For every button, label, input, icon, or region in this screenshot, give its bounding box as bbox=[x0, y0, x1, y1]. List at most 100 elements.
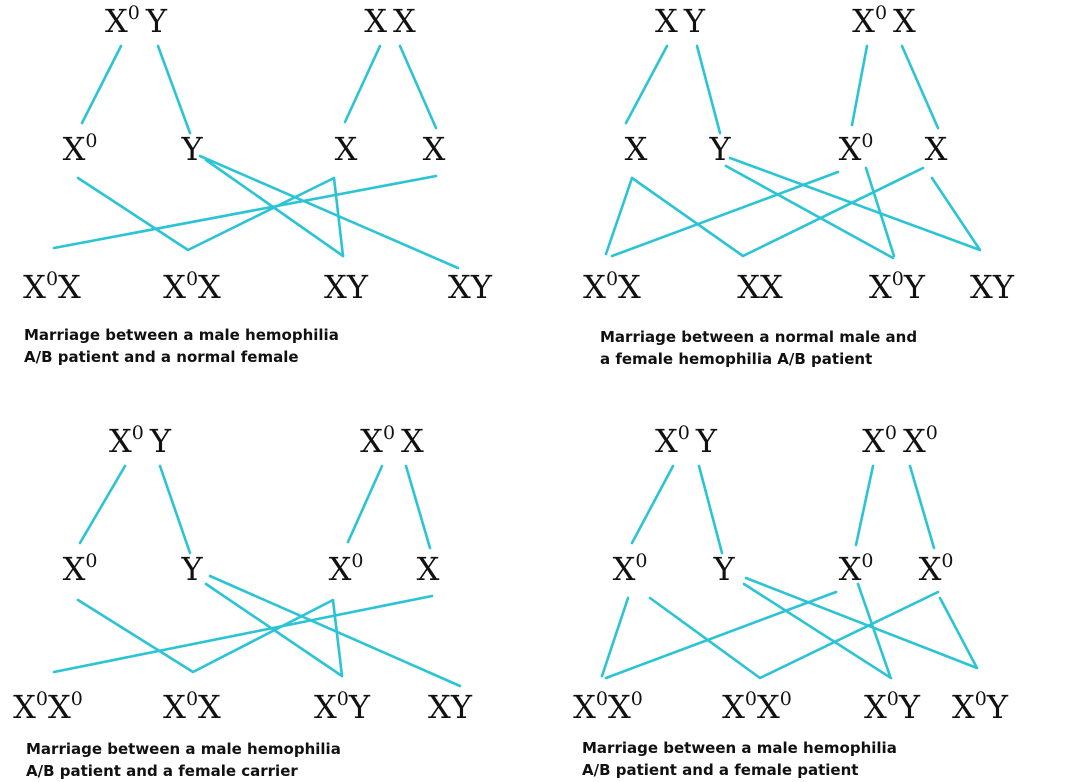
inheritance-line bbox=[346, 464, 384, 544]
panel-caption-line: Marriage between a male hemophilia bbox=[582, 739, 897, 757]
allele-superscript: 0 bbox=[745, 688, 757, 710]
allele-base: Y bbox=[712, 550, 735, 588]
offspring-genotype: XY bbox=[324, 268, 369, 306]
allele-superscript: 0 bbox=[186, 688, 198, 710]
offspring-genotype: X0​X0​ bbox=[573, 688, 643, 726]
allele-superscript: 0 bbox=[975, 688, 987, 710]
allele-base: X bbox=[198, 688, 221, 726]
allele-superscript: 0 bbox=[36, 688, 48, 710]
allele-base: X bbox=[970, 268, 993, 306]
allele-superscript: 0 bbox=[861, 130, 873, 152]
allele-superscript: 0 bbox=[85, 130, 97, 152]
allele-base: X bbox=[63, 550, 86, 588]
allele-base: Y bbox=[898, 688, 921, 726]
cross-panel-3: X0​YX0​XX0​YX0​XX0​X0​X0​XX0​YXYMarriage… bbox=[13, 422, 473, 780]
inheritance-line bbox=[76, 598, 344, 678]
inheritance-line bbox=[724, 164, 895, 260]
offspring-genotype: XX bbox=[737, 268, 783, 306]
allele-base: X bbox=[448, 268, 471, 306]
inheritance-line bbox=[864, 166, 896, 258]
inheritance-line bbox=[908, 464, 936, 550]
gamete-allele: Y bbox=[712, 550, 735, 588]
allele-base: X bbox=[893, 2, 916, 40]
allele-superscript: 0 bbox=[887, 688, 899, 710]
allele-base: X bbox=[23, 268, 46, 306]
allele-base: X bbox=[58, 268, 81, 306]
allele-base: X bbox=[573, 688, 596, 726]
allele-base: Y bbox=[708, 130, 731, 168]
allele-base: X bbox=[48, 688, 71, 726]
allele-base: X bbox=[655, 422, 678, 460]
allele-base: X bbox=[839, 550, 862, 588]
panel-caption-line: A/B patient and a female patient bbox=[582, 761, 858, 779]
allele-base: X bbox=[324, 268, 347, 306]
inheritance-line bbox=[648, 590, 940, 680]
allele-base: Y bbox=[683, 2, 706, 40]
inheritance-line bbox=[76, 176, 345, 258]
inheritance-line bbox=[697, 464, 724, 555]
allele-base: X bbox=[13, 688, 36, 726]
father-genotype: X0​Y bbox=[109, 422, 172, 460]
cross-panel-4: X0​YX0​X0​X0​YX0​X0​X0​X0​X0​X0​X0​YX0​Y… bbox=[573, 422, 1009, 779]
allele-base: X bbox=[925, 130, 948, 168]
allele-superscript: 0 bbox=[128, 2, 140, 24]
inheritance-line bbox=[52, 174, 438, 250]
allele-base: X bbox=[608, 688, 631, 726]
allele-base: X bbox=[625, 130, 648, 168]
inheritance-line bbox=[204, 158, 345, 258]
panel-caption-line: Marriage between a male hemophilia bbox=[24, 326, 339, 344]
allele-superscript: 0 bbox=[596, 688, 608, 710]
gamete-allele: X0​ bbox=[839, 130, 874, 168]
allele-base: X bbox=[364, 2, 387, 40]
allele-superscript: 0 bbox=[875, 2, 887, 24]
allele-base: X bbox=[401, 422, 424, 460]
allele-base: X bbox=[198, 268, 221, 306]
offspring-genotype: XY bbox=[428, 688, 473, 726]
inheritance-line bbox=[850, 44, 869, 127]
inheritance-line bbox=[604, 590, 838, 680]
inheritance-line bbox=[630, 464, 675, 545]
allele-base: X bbox=[329, 550, 352, 588]
panel-caption-line: Marriage between a normal male and bbox=[600, 328, 917, 346]
allele-superscript: 0 bbox=[631, 688, 643, 710]
gamete-allele: X0​ bbox=[839, 550, 874, 588]
panel-caption-line: a female hemophilia A/B patient bbox=[600, 350, 872, 368]
allele-base: X bbox=[613, 550, 636, 588]
inheritance-line bbox=[198, 154, 460, 270]
allele-base: X bbox=[869, 268, 892, 306]
inheritance-line bbox=[156, 44, 192, 135]
inheritance-line bbox=[343, 44, 382, 124]
allele-base: Y bbox=[348, 688, 371, 726]
allele-superscript: 0 bbox=[780, 688, 792, 710]
allele-superscript: 0 bbox=[678, 422, 690, 444]
allele-base: X bbox=[163, 268, 186, 306]
allele-base: Y bbox=[470, 268, 493, 306]
gamete-allele: X bbox=[625, 130, 648, 168]
allele-base: Y bbox=[986, 688, 1009, 726]
father-genotype: X0​Y bbox=[655, 422, 718, 460]
gamete-allele: X bbox=[423, 130, 446, 168]
inheritance-line bbox=[600, 596, 630, 678]
inheritance-line bbox=[728, 156, 982, 252]
gamete-allele: X0​ bbox=[613, 550, 648, 588]
inheritance-line bbox=[398, 44, 438, 130]
allele-base: X bbox=[839, 130, 862, 168]
inheritance-line bbox=[604, 176, 634, 256]
allele-superscript: 0 bbox=[606, 268, 618, 290]
allele-base: X bbox=[163, 688, 186, 726]
allele-superscript: 0 bbox=[132, 422, 144, 444]
allele-base: X bbox=[737, 268, 760, 306]
allele-base: X bbox=[423, 130, 446, 168]
allele-base: X bbox=[919, 550, 942, 588]
allele-base: X bbox=[757, 688, 780, 726]
inheritance-line bbox=[624, 44, 669, 125]
offspring-genotype: X0​X bbox=[23, 268, 81, 306]
inheritance-line bbox=[208, 574, 462, 688]
allele-superscript: 0 bbox=[892, 268, 904, 290]
inheritance-line bbox=[204, 582, 344, 678]
panel-caption-line: A/B patient and a normal female bbox=[24, 348, 299, 366]
allele-base: Y bbox=[149, 422, 172, 460]
